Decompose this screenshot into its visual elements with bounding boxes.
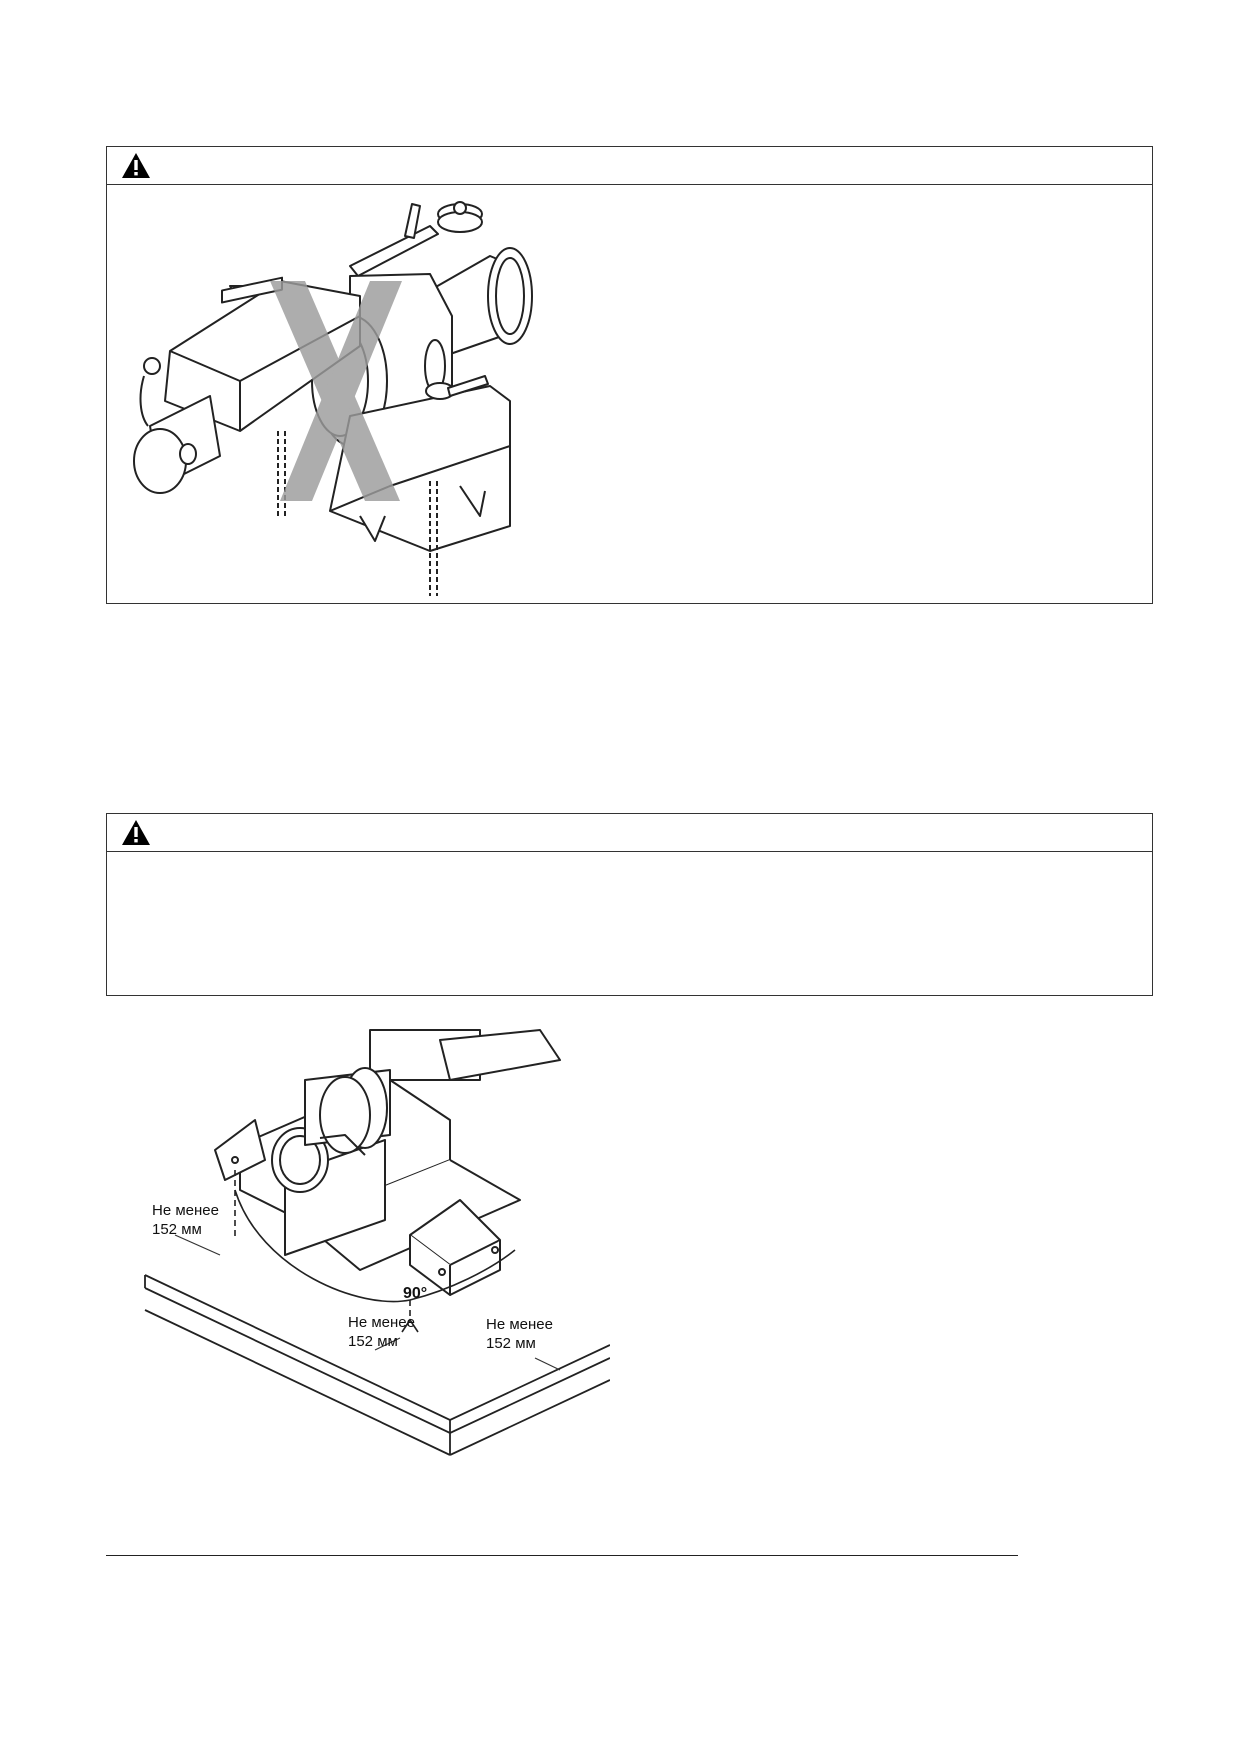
clearance-front-value: 152 мм (348, 1333, 398, 1350)
warning-header-1 (107, 147, 1152, 185)
clearance-right-label: Не менее (486, 1316, 553, 1333)
clearance-left-label: Не менее (152, 1202, 219, 1219)
warning-header-2 (107, 814, 1152, 852)
angle-label: 90° (403, 1285, 428, 1302)
winch-incorrect-mounting-figure (133, 201, 533, 596)
warning-box-2 (106, 813, 1153, 996)
clearance-left-value: 152 мм (152, 1221, 202, 1238)
warning-triangle-icon (122, 820, 150, 845)
winch-clearance-figure (144, 1029, 610, 1456)
warning-triangle-icon (122, 153, 150, 178)
clearance-front-label: Не менее (348, 1314, 415, 1331)
prohibited-x-mark (270, 281, 402, 501)
footer-rule (106, 1555, 1018, 1556)
clearance-right-value: 152 мм (486, 1335, 536, 1352)
